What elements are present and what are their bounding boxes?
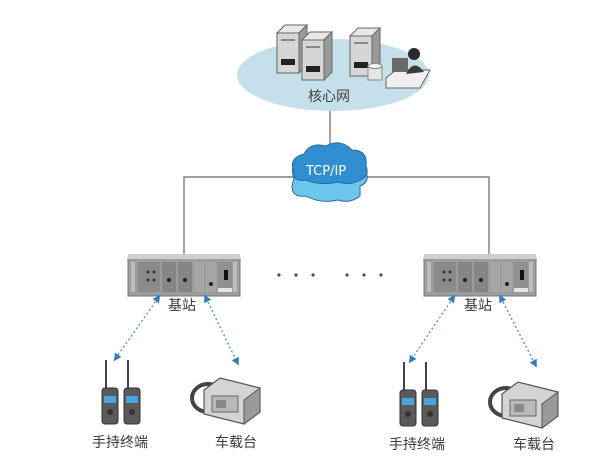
- radio-link-right-handheld: [408, 294, 456, 364]
- cloud-label: TCP/IP: [306, 164, 347, 179]
- link-cloud-bs-right: [362, 176, 490, 258]
- radio-link-left-vehicle: [204, 294, 239, 366]
- base-station-right-label: 基站: [464, 298, 492, 314]
- ellipsis-dots: [277, 273, 383, 277]
- base-station-left-icon: [127, 253, 241, 297]
- radio-link-left-handheld: [113, 294, 161, 362]
- handheld-terminal-left-label: 手持终端: [92, 435, 148, 451]
- database-icon: [367, 63, 383, 81]
- radio-link-right-vehicle: [499, 294, 537, 368]
- tcp-ip-cloud-icon: [291, 142, 368, 202]
- core-network-label: 核心网: [308, 89, 350, 105]
- link-cloud-bs-left: [183, 176, 300, 258]
- base-station-right-icon: [423, 253, 537, 297]
- operator-console-icon: [385, 48, 431, 89]
- vehicle-radio-icon: [190, 376, 262, 426]
- handheld-radio-icon: [421, 361, 439, 427]
- base-station-left-label: 基站: [168, 298, 196, 314]
- handheld-radio-icon: [399, 361, 417, 427]
- handheld-radio-icon: [101, 359, 119, 425]
- vehicle-radio-left-label: 车载台: [215, 435, 257, 451]
- vehicle-radio-right-label: 车载台: [513, 437, 555, 453]
- handheld-terminal-right-label: 手持终端: [389, 437, 445, 453]
- vehicle-radio-icon: [488, 380, 560, 430]
- handheld-radio-icon: [123, 359, 141, 425]
- server-icon: [301, 31, 333, 81]
